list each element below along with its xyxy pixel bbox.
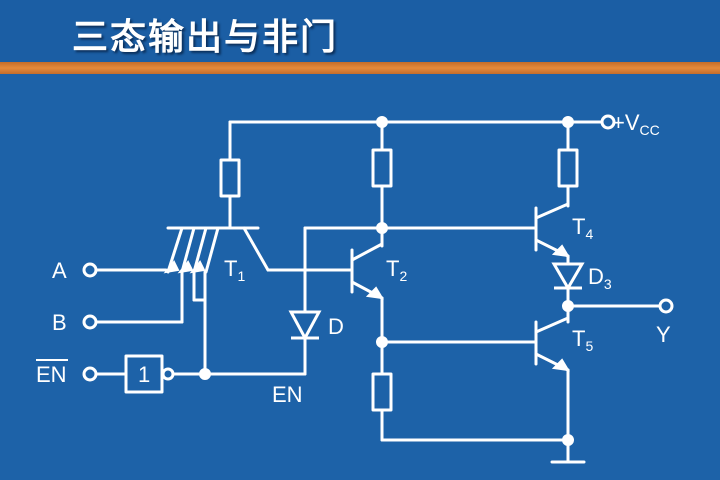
- t1-label: T1: [224, 256, 245, 284]
- diode-d: [288, 310, 322, 342]
- title-bar: 三态输出与非门: [0, 0, 720, 62]
- t4-label: T4: [572, 214, 593, 242]
- t1-emitter-arrow-en: [189, 260, 206, 274]
- output-y-label: Y: [656, 322, 671, 347]
- t4-collector-resistor: [557, 148, 579, 188]
- input-a-terminal: [82, 262, 98, 278]
- t1-emitter-arrow-b: [177, 260, 194, 274]
- diode-d-label: D: [328, 314, 344, 339]
- transistor-t1: [166, 226, 270, 274]
- input-en-label: EN: [36, 362, 67, 387]
- t1-base-resistor: [219, 158, 241, 198]
- node-en: [199, 368, 211, 380]
- t2-emitter-resistor: [371, 372, 393, 412]
- inverter-label: 1: [138, 362, 150, 387]
- node-vcc-t4: [562, 116, 574, 128]
- t2-collector-resistor: [371, 148, 393, 188]
- node-ground: [562, 434, 574, 446]
- input-b-terminal: [82, 314, 98, 330]
- d3-label: D3: [588, 264, 612, 292]
- vcc-label: +VCC: [612, 110, 660, 138]
- t5-emitter-arrow: [551, 358, 570, 372]
- diode-d3: [551, 262, 585, 291]
- t4-emitter-arrow: [551, 244, 570, 258]
- node-t2-collector: [376, 222, 388, 234]
- slide-title: 三态输出与非门: [72, 17, 339, 58]
- t1-emitter-arrow-a: [163, 260, 180, 274]
- input-b-label: B: [52, 310, 67, 335]
- node-t2-emitter: [376, 336, 388, 348]
- node-output: [562, 300, 574, 312]
- output-y-terminal: [658, 298, 674, 314]
- en-node-label: EN: [272, 382, 303, 407]
- input-en-terminal: [82, 366, 98, 382]
- t2-emitter-arrow: [365, 286, 384, 300]
- vcc-terminal: [600, 114, 616, 130]
- node-vcc-t2: [376, 116, 388, 128]
- t5-label: T5: [572, 326, 593, 354]
- title-divider-stripe: [0, 62, 720, 74]
- input-a-label: A: [52, 258, 67, 283]
- t2-label: T2: [386, 256, 407, 284]
